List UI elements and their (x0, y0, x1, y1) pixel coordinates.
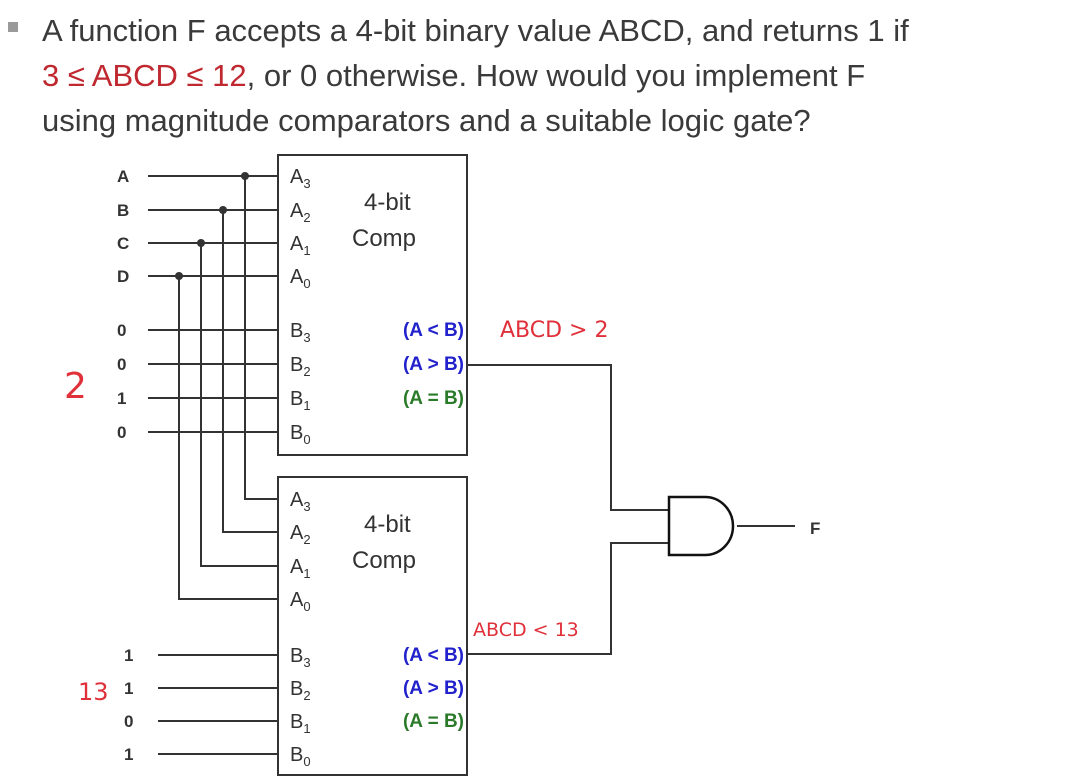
range-condition: 3 ≤ ABCD ≤ 12 (42, 58, 247, 93)
pin-b0: B0 (290, 744, 311, 769)
junction-c (197, 239, 205, 247)
pin-b1: B1 (290, 388, 311, 413)
bullet-icon (8, 22, 18, 32)
annotation-bottom-value: 13 (78, 678, 109, 706)
annotation-top-value: 2 (64, 366, 87, 407)
comparator-top (277, 154, 468, 456)
output-lt: (A < B) (403, 645, 464, 666)
comparator-title: Comp (352, 225, 416, 252)
pin-a3: A3 (290, 489, 311, 514)
annotation-gt-note: ABCD > 2 (500, 318, 608, 343)
wire-c-down (200, 243, 278, 567)
top-const-bit: 0 (117, 321, 126, 340)
question-text: A function F accepts a 4-bit binary valu… (42, 8, 1082, 143)
comparator-title: 4-bit (364, 189, 411, 216)
pin-a0: A0 (290, 266, 311, 291)
wire-gt-to-and (467, 364, 669, 511)
input-label-d: D (117, 267, 129, 286)
question-line-2-rest: , or 0 otherwise. How would you implemen… (246, 58, 866, 93)
wire-lt-to-and (467, 542, 669, 655)
wire-a-down (244, 176, 278, 500)
output-gt: (A > B) (403, 678, 464, 699)
pin-b2: B2 (290, 354, 311, 379)
bottom-const-bit: 0 (124, 712, 133, 731)
output-lt: (A < B) (403, 320, 464, 341)
input-label-a: A (117, 167, 129, 186)
bottom-const-bit: 1 (124, 679, 133, 698)
top-comparator-pins: A3 A2 A1 A0 B3 B2 B1 B0 4-bit Comp (A < … (290, 166, 464, 447)
pin-a2: A2 (290, 522, 311, 547)
input-labels: A B C D 0 0 1 0 1 1 0 1 (117, 167, 133, 764)
output-eq: (A = B) (403, 388, 464, 409)
pin-b0: B0 (290, 422, 311, 447)
comparator-title: 4-bit (364, 511, 411, 538)
junctions (175, 172, 249, 280)
pin-b1: B1 (290, 711, 311, 736)
and-gate (667, 495, 735, 557)
output-f-label: F (810, 519, 820, 538)
comparator-title: Comp (352, 547, 416, 574)
wire-b-down (222, 210, 278, 533)
junction-d (175, 272, 183, 280)
output-gt: (A > B) (403, 354, 464, 375)
top-const-bit: 0 (117, 355, 126, 374)
pin-a1: A1 (290, 233, 311, 258)
wire-d-down (178, 276, 278, 600)
annotation-lt-note: ABCD < 13 (473, 619, 579, 641)
junction-a (241, 172, 249, 180)
wires (148, 175, 795, 755)
question-line-1: A function F accepts a 4-bit binary valu… (42, 13, 909, 48)
pin-a2: A2 (290, 200, 311, 225)
pin-b3: B3 (290, 320, 311, 345)
input-label-b: B (117, 201, 129, 220)
input-label-c: C (117, 234, 129, 253)
pin-a3: A3 (290, 166, 311, 191)
bottom-const-bit: 1 (124, 646, 133, 665)
comparator-bottom (277, 476, 468, 776)
junction-b (219, 206, 227, 214)
output-eq: (A = B) (403, 711, 464, 732)
pin-a0: A0 (290, 589, 311, 614)
question-line-3: using magnitude comparators and a suitab… (42, 103, 811, 138)
bottom-const-bit: 1 (124, 745, 133, 764)
pin-a1: A1 (290, 556, 311, 581)
pin-b2: B2 (290, 678, 311, 703)
question-line-2: 3 ≤ ABCD ≤ 12, or 0 otherwise. How would… (42, 53, 1082, 98)
pin-b3: B3 (290, 645, 311, 670)
top-const-bit: 0 (117, 423, 126, 442)
bottom-comparator-pins: A3 A2 A1 A0 B3 B2 B1 B0 4-bit Comp (A < … (290, 489, 464, 769)
top-const-bit: 1 (117, 389, 126, 408)
